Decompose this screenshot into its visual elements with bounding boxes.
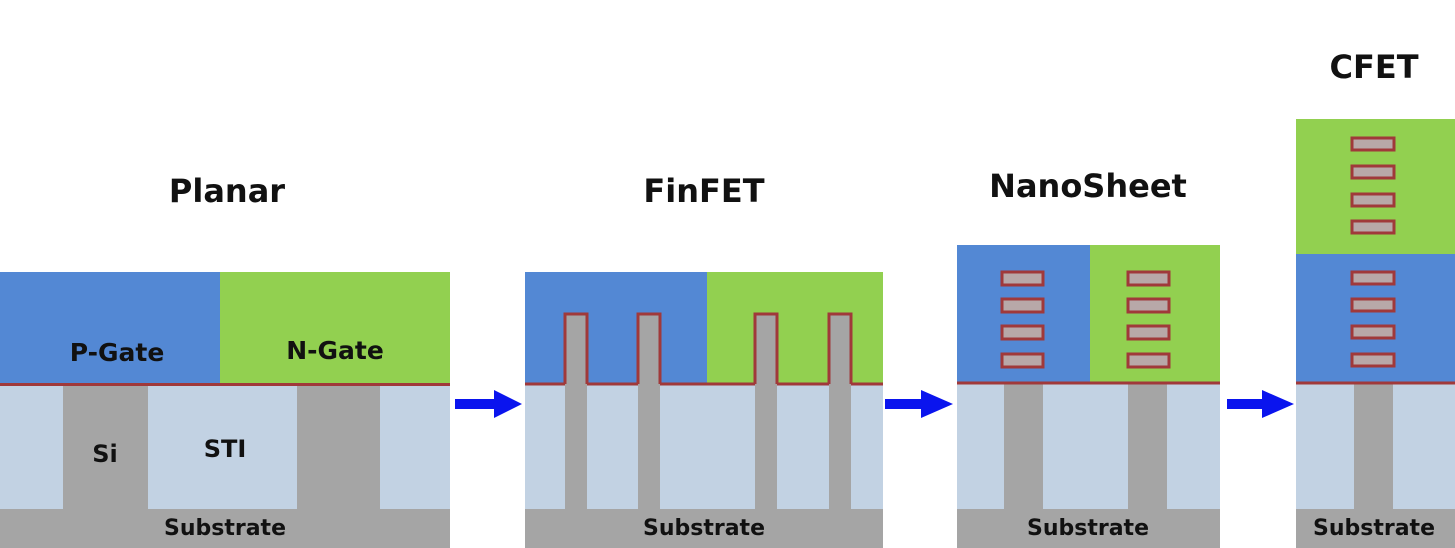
nanosheet bbox=[1350, 324, 1396, 340]
cfet-panel: CFET Substrate bbox=[1296, 48, 1455, 548]
planar-substrate bbox=[0, 509, 450, 548]
planar-n-gate bbox=[220, 272, 450, 384]
cfet-title: CFET bbox=[1329, 48, 1418, 86]
nanosheet bbox=[1350, 270, 1396, 286]
nanosheet bbox=[1350, 297, 1396, 313]
finfet-fin bbox=[827, 312, 853, 509]
si-label: Si bbox=[92, 440, 118, 468]
nanosheet-substrate-label: Substrate bbox=[1027, 516, 1149, 541]
nanosheet bbox=[1350, 219, 1396, 235]
nanosheet-sti-region bbox=[957, 384, 1220, 509]
arrow-right-icon bbox=[455, 390, 522, 418]
finfet-title: FinFET bbox=[643, 172, 764, 210]
nanosheet bbox=[1126, 270, 1171, 287]
finfet-p-gate bbox=[525, 272, 707, 384]
nanosheet bbox=[1000, 297, 1045, 314]
nanosheet bbox=[1126, 352, 1171, 369]
nanosheet bbox=[1350, 136, 1396, 152]
planar-p-gate bbox=[0, 272, 220, 384]
finfet-fin bbox=[636, 312, 662, 509]
nanosheet bbox=[1350, 352, 1396, 368]
arrow-right-icon bbox=[885, 390, 953, 418]
nanosheet bbox=[1126, 297, 1171, 314]
finfet-n-gate bbox=[707, 272, 883, 384]
cfet-substrate-label: Substrate bbox=[1313, 516, 1435, 541]
cfet-substrate bbox=[1296, 509, 1455, 548]
nanosheet bbox=[1000, 324, 1045, 341]
n-gate-label: N-Gate bbox=[286, 336, 384, 365]
finfet-fin bbox=[563, 312, 589, 509]
planar-title: Planar bbox=[169, 172, 285, 210]
planar-substrate-label: Substrate bbox=[164, 516, 286, 541]
finfet-substrate-label: Substrate bbox=[643, 516, 765, 541]
sti-label: STI bbox=[204, 435, 247, 463]
p-gate-label: P-Gate bbox=[70, 338, 165, 367]
nanosheet-panel: NanoSheet Substrate bbox=[957, 167, 1220, 548]
finfet-panel: FinFET Substrate bbox=[525, 172, 883, 548]
finfet-fin bbox=[753, 312, 779, 509]
nanosheet bbox=[1000, 270, 1045, 287]
nanosheet bbox=[1000, 352, 1045, 369]
nanosheet-si-pillar bbox=[1004, 384, 1043, 509]
finfet-substrate bbox=[525, 509, 883, 548]
planar-si-active-left bbox=[63, 385, 148, 509]
planar-si-active-right bbox=[297, 385, 380, 509]
cfet-si-pillar bbox=[1354, 384, 1393, 509]
nanosheet bbox=[1350, 192, 1396, 208]
nanosheet-si-pillar bbox=[1128, 384, 1167, 509]
arrow-right-icon bbox=[1227, 390, 1294, 418]
nanosheet-title: NanoSheet bbox=[989, 167, 1187, 205]
nanosheet bbox=[1126, 324, 1171, 341]
planar-panel: Planar P-Gate N-Gate Si STI Substrate bbox=[0, 172, 450, 548]
nanosheet-substrate bbox=[957, 509, 1220, 548]
nanosheet bbox=[1350, 164, 1396, 180]
